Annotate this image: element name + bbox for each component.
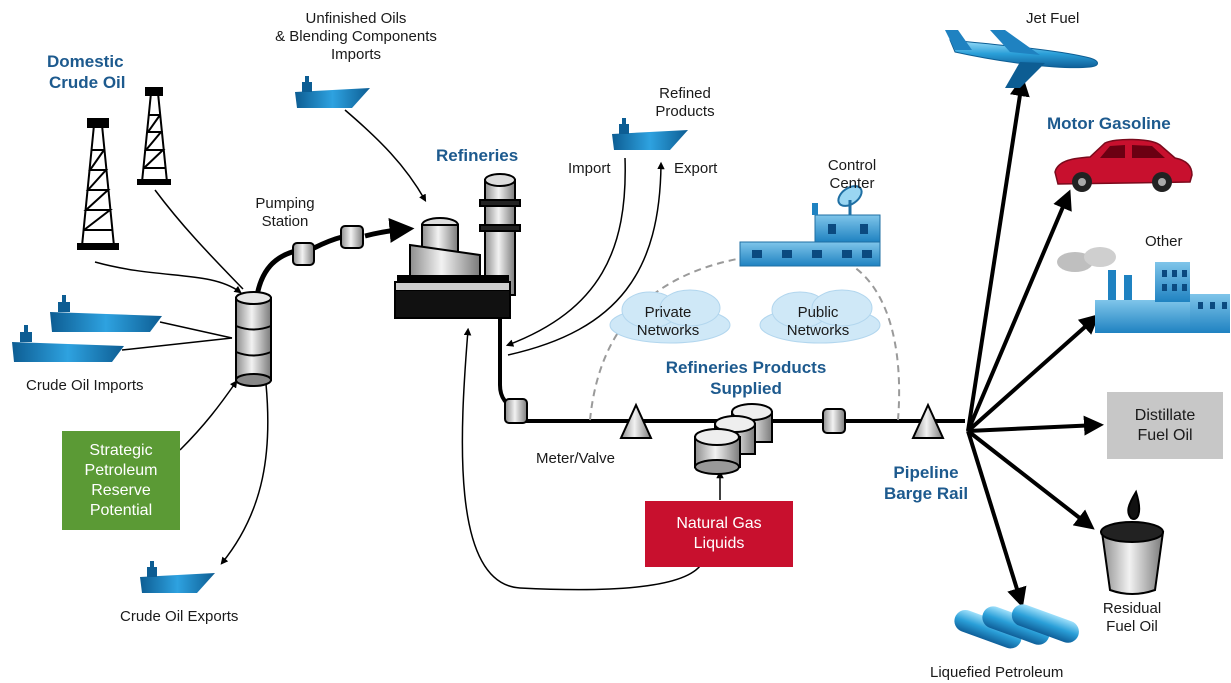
crude-exports-label: Crude Oil Exports [120, 608, 239, 625]
oil-rig-icon-2 [137, 87, 171, 185]
refinery-to-meter-pipe [498, 318, 516, 408]
factory-icon [1057, 247, 1230, 333]
rig-to-drum-arrow [94, 261, 242, 294]
pumping-line1: Pumping [255, 195, 315, 212]
pipeline-line2: Barge Rail [883, 484, 969, 503]
private-network-cloud [609, 289, 731, 344]
pumping-line2: Station [261, 213, 309, 230]
spr-line1: Strategic [89, 441, 153, 459]
ngl-line2: Liquids [693, 535, 745, 552]
unfinished-line3: Imports [330, 46, 381, 63]
pumping-station-label: Pumping Station [245, 195, 325, 231]
domestic-crude-line2: Crude Oil [49, 73, 126, 92]
unfinished-oils-label: Unfinished Oils & Blending Components Im… [256, 10, 456, 64]
drum-to-exports-arrow [220, 383, 269, 565]
products-supplied-title: Refineries Products Supplied [648, 357, 844, 399]
jet-plane-icon [945, 30, 1098, 88]
public-networks-label: Public Networks [778, 304, 858, 340]
ngl-box: Natural Gas Liquids [645, 501, 793, 567]
spr-line4: Potential [89, 501, 153, 519]
jet-fuel-label: Jet Fuel [1026, 10, 1080, 27]
import-arrow [505, 157, 626, 347]
private-line1: Private [644, 304, 692, 321]
pipeline-valve-box [822, 408, 846, 434]
import-ship-line-1 [159, 321, 233, 339]
ngl-to-refinery-arrow [461, 327, 701, 591]
motor-gasoline-title: Motor Gasoline [1047, 114, 1171, 133]
residual-fuel-label: Residual Fuel Oil [1092, 600, 1172, 636]
pump-to-refinery-pipe [364, 217, 415, 243]
spr-box: Strategic Petroleum Reserve Potential [62, 431, 180, 530]
storage-tanks-icon [694, 403, 773, 475]
refined-line1: Refined [659, 85, 711, 102]
pipeline-title: Pipeline Barge Rail [880, 462, 972, 504]
refinery-icon [394, 173, 521, 319]
export-arrow [507, 161, 665, 356]
unfinished-line1: Unfinished Oils [305, 10, 407, 27]
products-supplied-line2: Supplied [710, 379, 782, 398]
pipeline-triangle-icon [911, 402, 945, 439]
tanker-ship-icon-unfinished [295, 76, 370, 108]
domestic-crude-title: Domestic Crude Oil [47, 51, 126, 93]
pipeline-line1: Pipeline [893, 463, 959, 482]
meter-triangle-icon [619, 402, 653, 439]
pump-to-pump-pipe [312, 234, 343, 251]
lpg-cylinders-icon [954, 604, 1079, 649]
unfinished-to-refinery-arrow [344, 109, 427, 202]
satellite-dish-icon [837, 185, 863, 207]
export-label: Export [674, 160, 718, 177]
tanker-ship-icon-import-1 [50, 295, 162, 332]
public-line1: Public [797, 304, 839, 321]
control-center-icon [739, 185, 881, 267]
tanker-ship-icon-refined [612, 118, 688, 150]
private-networks-label: Private Networks [628, 304, 708, 340]
refined-products-label: Refined Products [640, 85, 730, 121]
products-supplied-line1: Refineries Products [665, 358, 827, 377]
tanker-ship-icon-import-2 [12, 325, 124, 362]
crude-imports-label: Crude Oil Imports [26, 377, 144, 394]
spr-to-drum-arrow [179, 380, 238, 451]
meter-valve-box [504, 398, 528, 424]
control-line1: Control [827, 157, 877, 174]
oil-drum-icon [235, 291, 272, 387]
unfinished-line2: & Blending Components [275, 28, 437, 45]
spr-line2: Petroleum [84, 461, 158, 479]
other-label: Other [1145, 233, 1183, 250]
pump-valve-2 [340, 225, 364, 249]
residual-line2: Fuel Oil [1106, 618, 1158, 635]
control-line2: Center [829, 175, 875, 192]
refineries-title: Refineries [436, 146, 519, 165]
lpg-label: Liquefied Petroleum [930, 664, 1064, 681]
refined-line2: Products [655, 103, 715, 120]
rig2-to-drum-arrow [154, 189, 244, 290]
meter-valve-label: Meter/Valve [536, 450, 615, 467]
public-line2: Networks [786, 322, 850, 339]
oil-rig-icon [77, 118, 119, 250]
distribution-arrows [966, 76, 1104, 608]
public-network-cloud [759, 289, 881, 344]
residual-line1: Residual [1102, 600, 1162, 617]
spr-line3: Reserve [91, 481, 151, 499]
residual-oil-can-icon [1100, 489, 1165, 595]
import-ship-line-2 [121, 337, 233, 351]
control-center-label: Control Center [812, 157, 892, 193]
ngl-line1: Natural Gas [676, 515, 762, 532]
import-label: Import [568, 160, 611, 177]
private-line2: Networks [636, 322, 700, 339]
tanker-ship-icon-exports [140, 561, 215, 593]
distillate-box: Distillate Fuel Oil [1107, 392, 1223, 459]
pump-valve-1 [292, 242, 315, 266]
distillate-line1: Distillate [1134, 406, 1196, 424]
car-icon [1054, 138, 1193, 192]
domestic-crude-line1: Domestic [47, 52, 124, 71]
distillate-line2: Fuel Oil [1137, 426, 1193, 444]
